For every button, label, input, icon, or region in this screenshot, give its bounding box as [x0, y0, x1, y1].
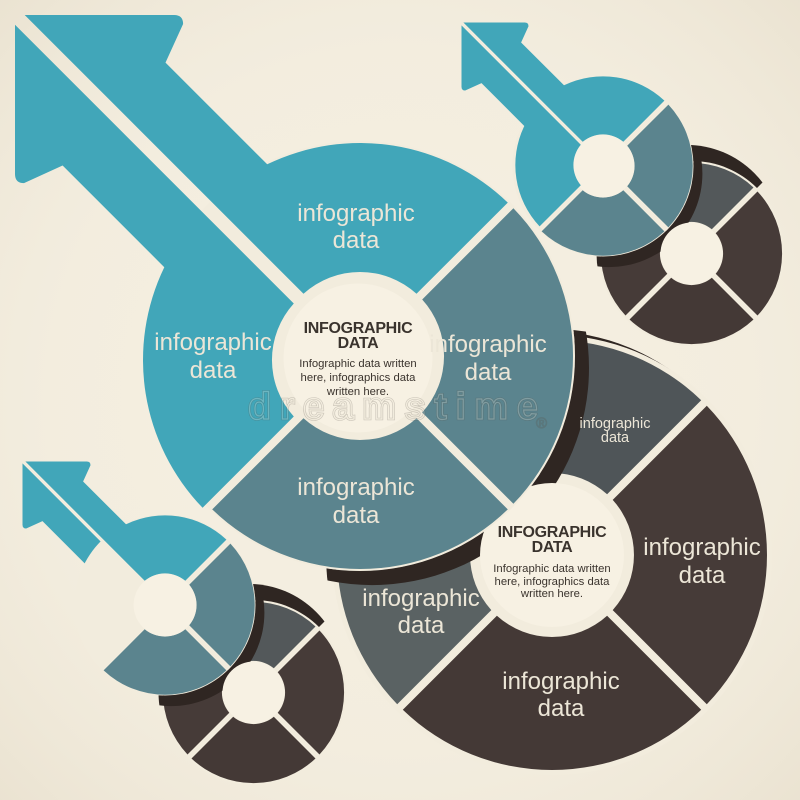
svg-text:here, infographics data: here, infographics data [495, 576, 611, 588]
svg-text:infographic: infographic [643, 534, 760, 561]
svg-text:infographic: infographic [297, 200, 414, 227]
svg-text:data: data [333, 227, 380, 254]
svg-text:DATA: DATA [338, 335, 380, 352]
svg-text:here, infographics data: here, infographics data [301, 372, 417, 384]
svg-text:data: data [679, 562, 726, 589]
svg-text:DATA: DATA [532, 539, 574, 556]
svg-text:data: data [601, 430, 630, 446]
svg-text:infographic: infographic [154, 329, 271, 356]
svg-text:Infographic data written: Infographic data written [299, 358, 416, 370]
svg-text:infographic: infographic [429, 331, 546, 358]
svg-text:data: data [333, 502, 380, 529]
svg-text:Infographic data written: Infographic data written [493, 563, 610, 575]
svg-text:INFOGRAPHIC: INFOGRAPHIC [304, 320, 413, 337]
svg-text:INFOGRAPHIC: INFOGRAPHIC [498, 524, 607, 541]
svg-text:written here.: written here. [326, 386, 389, 398]
svg-text:infographic: infographic [297, 474, 414, 501]
svg-text:data: data [190, 357, 237, 384]
svg-text:dreamstime: dreamstime [248, 386, 546, 428]
svg-text:written here.: written here. [520, 588, 583, 600]
svg-text:data: data [538, 695, 585, 722]
svg-text:dreamstime: dreamstime [248, 386, 546, 428]
svg-text:infographic: infographic [362, 585, 479, 612]
svg-text:data: data [465, 359, 512, 386]
svg-text:infographic: infographic [502, 668, 619, 695]
svg-text:®: ® [536, 415, 547, 432]
svg-text:infographic: infographic [580, 416, 651, 432]
svg-text:data: data [398, 612, 445, 639]
